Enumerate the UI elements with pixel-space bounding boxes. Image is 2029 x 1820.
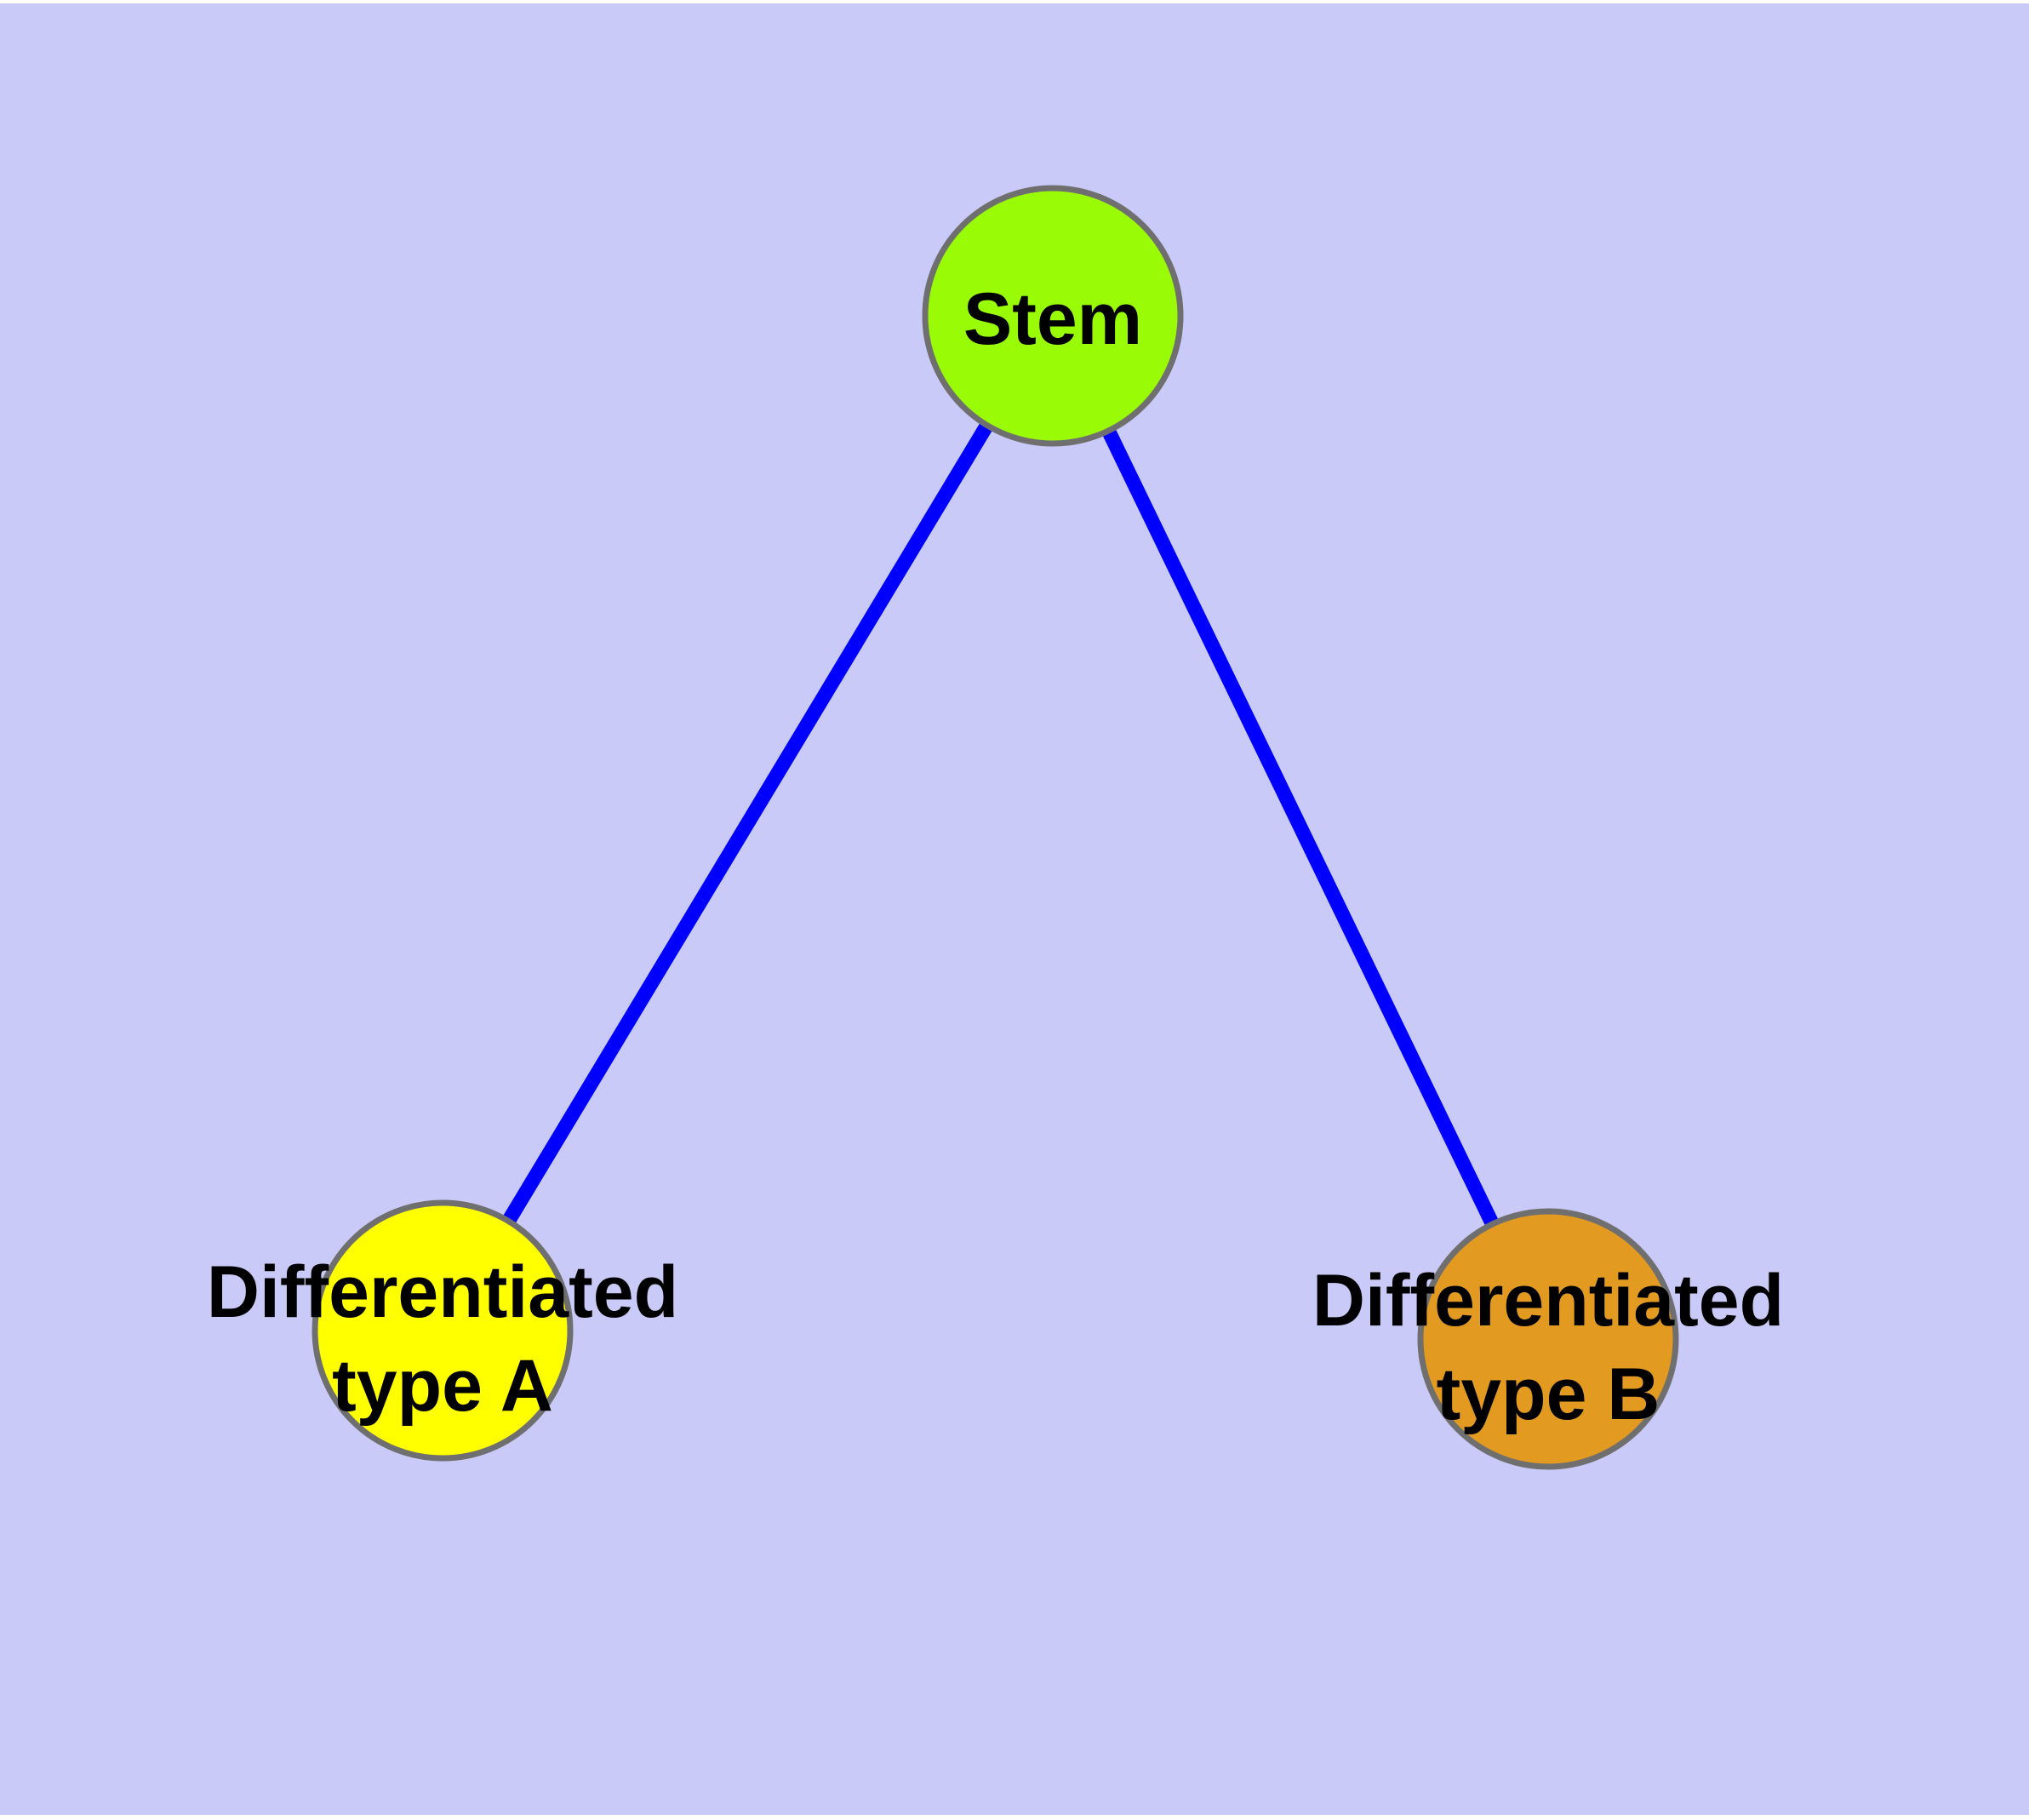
node-differentiated-type-a-circle: [311, 1199, 574, 1462]
node-differentiated-type-b-label-line2: type B: [1437, 1354, 1660, 1435]
edge-stem-to-type-a: [436, 312, 1060, 1335]
node-differentiated-type-a-label-line2: type A: [332, 1345, 553, 1427]
node-stem-circle: [922, 185, 1184, 447]
node-differentiated-type-b-label-line1: Differentiated: [1312, 1260, 1784, 1342]
node-differentiated-type-a-label-line1: Differentiated: [207, 1251, 678, 1333]
node-stem-label: Stem: [963, 278, 1142, 360]
node-differentiated-type-b-circle: [1417, 1208, 1679, 1470]
edge-stem-to-type-b: [1046, 312, 1555, 1342]
